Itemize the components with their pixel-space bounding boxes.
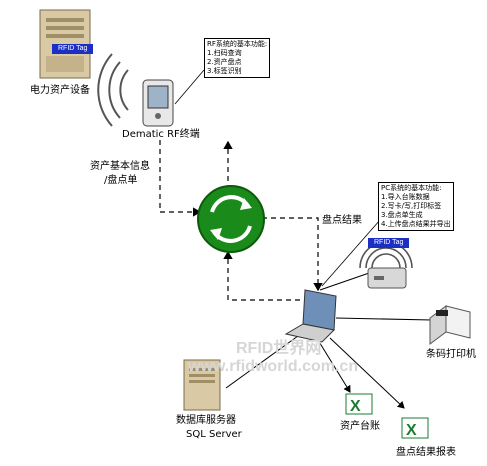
watermark-title: RFID世界网 bbox=[236, 340, 322, 357]
pc-functions-callout: PC系统的基本功能: 1.导入台账数据 2.写卡/写,打印标签 3.盘点单生成 … bbox=[378, 182, 454, 231]
excel-ledger-icon: X bbox=[345, 393, 373, 415]
rf-handheld-terminal-icon bbox=[142, 79, 174, 127]
svg-text:X: X bbox=[406, 422, 417, 439]
pointer-rf-functions bbox=[174, 69, 205, 105]
pc-function-item: 3.盘点单生成 bbox=[381, 211, 423, 219]
svg-text:X: X bbox=[350, 398, 361, 415]
rfid-tag-badge: RFID Tag bbox=[52, 44, 94, 54]
db-server-label-2: SQL Server bbox=[186, 429, 242, 440]
flow-terminal-to-sync bbox=[159, 140, 202, 217]
pc-functions-title: PC系统的基本功能: bbox=[381, 184, 442, 192]
result-flow-label: 盘点结果 bbox=[322, 215, 362, 226]
database-server-icon bbox=[183, 359, 221, 411]
pc-function-item: 4.上传盘点结果并导出 bbox=[381, 220, 451, 228]
rfid-reader-icon bbox=[367, 267, 407, 289]
line-laptop-ledger bbox=[317, 339, 351, 393]
wireless-signal-icon bbox=[97, 53, 129, 127]
rf-function-item: 1.扫码查询 bbox=[207, 49, 242, 57]
rf-function-item: 3.标签识别 bbox=[207, 67, 242, 75]
watermark-url: www.rfidworld.com.cn bbox=[188, 358, 359, 375]
info-flow-label-1: 资产基本信息 bbox=[90, 161, 150, 172]
pc-function-item: 1.导入台账数据 bbox=[381, 193, 430, 201]
power-asset-label: 电力资产设备 bbox=[30, 85, 90, 96]
db-server-label-1: 数据库服务器 bbox=[176, 415, 236, 426]
line-laptop-reader bbox=[319, 271, 373, 291]
flow-laptop-to-sync bbox=[223, 250, 300, 301]
sync-cycle-icon bbox=[197, 185, 265, 253]
info-flow-label-2: /盘点单 bbox=[104, 175, 138, 186]
asset-ledger-label: 资产台账 bbox=[340, 421, 380, 432]
line-laptop-printer bbox=[335, 317, 433, 321]
printer-label: 条码打印机 bbox=[426, 349, 476, 360]
line-laptop-report bbox=[329, 337, 405, 409]
rf-function-item: 2.资产盘点 bbox=[207, 58, 242, 66]
result-report-label: 盘点结果报表 bbox=[396, 447, 456, 458]
pointer-pc-functions bbox=[321, 219, 381, 287]
barcode-printer-icon bbox=[429, 305, 471, 345]
rf-terminal-label: Dematic RF终端 bbox=[122, 129, 200, 140]
rf-functions-callout: RF系统的基本功能: 1.扫码查询 2.资产盘点 3.标签识别 bbox=[204, 38, 271, 78]
pc-function-item: 2.写卡/写,打印标签 bbox=[381, 202, 442, 210]
flow-sync-to-laptop bbox=[262, 217, 323, 292]
reader-rfid-tag-badge: RFID Tag bbox=[368, 238, 410, 248]
laptop-icon bbox=[284, 289, 337, 343]
line-laptop-db bbox=[225, 335, 299, 389]
rf-functions-title: RF系统的基本功能: bbox=[207, 40, 268, 48]
excel-report-icon: X bbox=[401, 417, 429, 439]
